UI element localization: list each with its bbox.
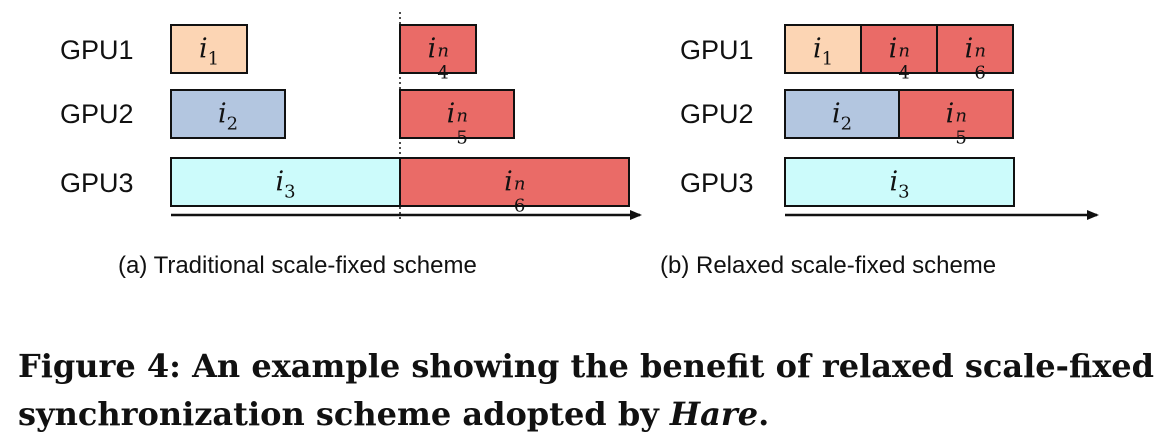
figure-caption: Figure 4: An example showing the benefit…: [18, 342, 1158, 438]
task-a-i2: i2: [170, 89, 286, 139]
task-label: i3: [786, 166, 1013, 202]
task-subscript: 6: [974, 62, 986, 84]
task-label: i3: [172, 166, 399, 202]
task-label: i2: [172, 98, 284, 134]
task-symbol: i: [275, 166, 285, 198]
panel-b-caption: (b) Relaxed scale-fixed scheme: [660, 252, 997, 279]
task-subscript: 4: [437, 62, 449, 84]
gpu3-label-b: GPU3: [680, 168, 754, 198]
task-b-i1: i1: [784, 24, 862, 74]
task-symbol: i: [427, 33, 437, 65]
task-subscript: 1: [207, 48, 220, 70]
task-label: i1: [172, 33, 246, 69]
task-a-i1: i1: [170, 24, 248, 74]
task-symbol: i: [504, 166, 513, 198]
task-label: i1: [786, 33, 860, 69]
task-subscript: 2: [840, 113, 853, 135]
task-symbol: i: [945, 98, 955, 130]
task-subscript: 3: [898, 181, 910, 203]
task-b-i3: i3: [784, 157, 1015, 207]
task-subscript: 5: [456, 127, 468, 149]
gpu1-label-b: GPU1: [680, 35, 754, 65]
task-subscript: 2: [226, 113, 239, 135]
task-symbol: i: [964, 33, 974, 65]
task-subscript: 1: [821, 48, 834, 70]
task-symbol: i: [198, 33, 208, 65]
task-superscript: n: [955, 105, 967, 127]
task-symbol: i: [217, 98, 227, 130]
task-symbol: i: [812, 33, 822, 65]
task-subscript: 3: [284, 181, 296, 203]
task-b-i2: i2: [784, 89, 900, 139]
task-label: i2: [786, 98, 898, 134]
figure-caption-suffix: .: [758, 395, 770, 433]
task-symbol: i: [889, 166, 899, 198]
task-symbol: i: [831, 98, 841, 130]
task-a-i3: i3: [170, 157, 401, 207]
task-subscript: 4: [898, 62, 910, 84]
task-superscript: n: [437, 40, 449, 62]
gpu3-label-a: GPU3: [60, 168, 134, 198]
figure-caption-emphasis: Hare: [669, 395, 759, 433]
task-subscript: 6: [513, 195, 526, 217]
gpu2-label-a: GPU2: [60, 99, 134, 129]
task-symbol: i: [888, 33, 898, 65]
gpu2-label-b: GPU2: [680, 99, 754, 129]
task-superscript: n: [513, 173, 526, 195]
figure-caption-text: Figure 4: An example showing the benefit…: [18, 347, 1155, 433]
panel-a-caption: (a) Traditional scale-fixed scheme: [118, 252, 477, 279]
task-superscript: n: [456, 105, 468, 127]
task-symbol: i: [446, 98, 456, 130]
task-superscript: n: [974, 40, 986, 62]
gpu1-label-a: GPU1: [60, 35, 134, 65]
task-subscript: 5: [955, 127, 967, 149]
task-superscript: n: [898, 40, 910, 62]
